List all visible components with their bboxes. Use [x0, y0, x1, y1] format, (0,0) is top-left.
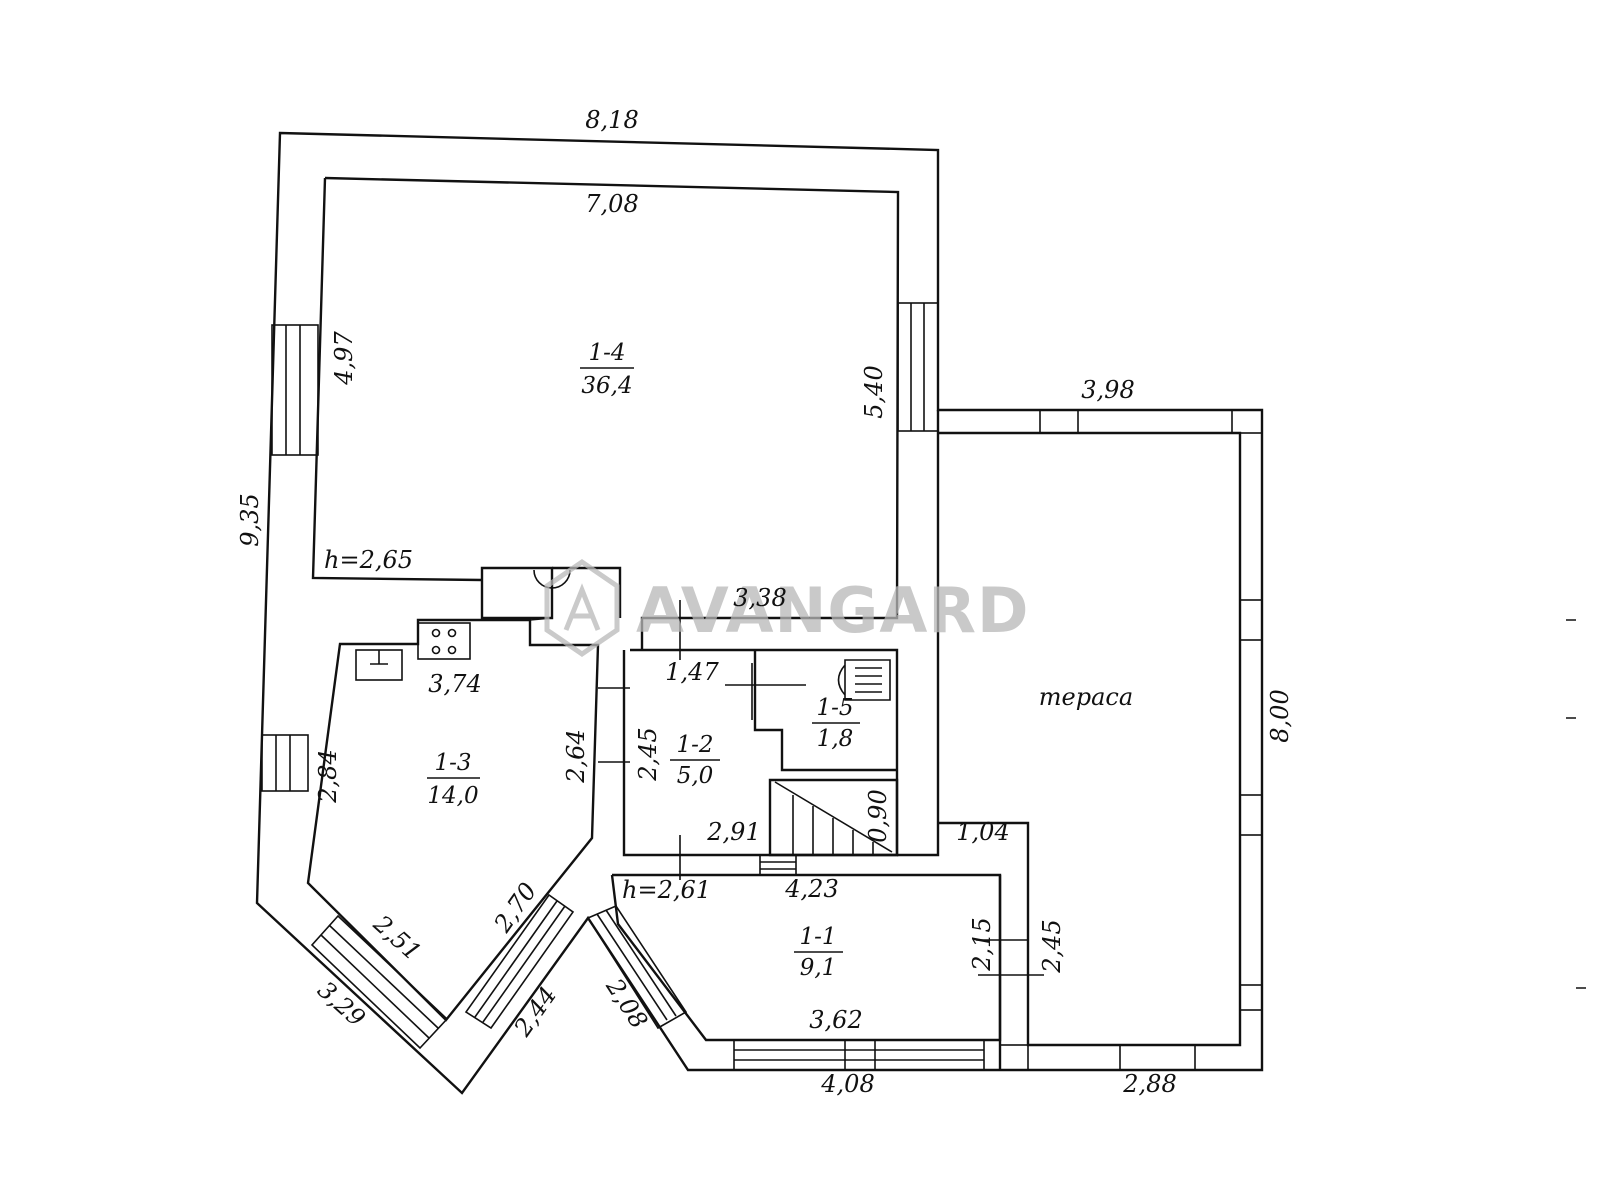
dim-147: 1,47 — [665, 658, 719, 686]
dim-terrace-245: 2,45 — [1038, 919, 1066, 973]
chimney-block — [480, 566, 554, 620]
dim-288: 2,88 — [1122, 1070, 1176, 1098]
connecting-wall — [897, 410, 940, 857]
stove-burner — [447, 645, 457, 655]
dim-104: 1,04 — [956, 818, 1009, 846]
dim-270: 2,70 — [488, 877, 542, 938]
room-1-4-outline — [324, 176, 900, 650]
terrace-posts — [999, 409, 1263, 1071]
window-bottom-1-1 — [733, 1039, 985, 1071]
dim-left-outer: 9,35 — [236, 493, 264, 546]
dim-terrace-right: 8,00 — [1266, 689, 1294, 742]
svg-text:1-1: 1-1 — [799, 924, 836, 950]
watermark-logo-icon — [544, 558, 620, 658]
dim-kitchen-top: 3,74 — [428, 670, 481, 698]
dim-244: 2,44 — [508, 981, 562, 1042]
dim-room11-right: 2,15 — [968, 917, 996, 971]
dim-338: 3,38 — [733, 584, 786, 612]
svg-text:14,0: 14,0 — [427, 783, 478, 809]
door-step — [759, 854, 797, 876]
svg-text:1,8: 1,8 — [817, 726, 854, 752]
partition-lines — [679, 600, 806, 880]
height-lower: h=2,61 — [622, 876, 711, 904]
toilet-lines — [855, 667, 882, 693]
stove-icon — [417, 622, 471, 660]
dim-outer-top: 8,18 — [585, 106, 638, 134]
window-right-1-4 — [897, 302, 939, 432]
stove-burner — [431, 645, 441, 655]
watermark-text: AVANGARD — [636, 574, 1030, 647]
dim-inner-top: 7,08 — [585, 190, 638, 218]
svg-text:9,1: 9,1 — [800, 955, 837, 981]
stair-diagonal — [774, 781, 893, 853]
room-1-3-outline — [306, 618, 600, 1022]
dim-terrace-top: 3,98 — [1081, 376, 1134, 404]
svg-text:1-5: 1-5 — [816, 695, 853, 721]
dim-stair-090: 0,90 — [864, 789, 892, 842]
dim-408: 4,08 — [820, 1070, 874, 1098]
terrace-label: тераса — [1039, 683, 1133, 711]
room-1-1-label: 1-1 9,1 — [794, 924, 843, 981]
room-1-3-label: 1-3 14,0 — [427, 750, 480, 809]
svg-text:1-2: 1-2 — [676, 732, 713, 758]
dim-hall-245: 2,45 — [634, 727, 662, 781]
dim-left-inner: 4,97 — [330, 331, 358, 386]
dim-kitchen-left: 2,84 — [314, 749, 342, 803]
dim-right-1-4: 5,40 — [860, 365, 888, 418]
room-1-4-label: 1-4 36,4 — [580, 340, 634, 399]
window-diagonal-s — [464, 893, 575, 1030]
svg-text:1-4: 1-4 — [588, 340, 625, 366]
room-1-2-label: 1-2 5,0 — [670, 732, 720, 789]
dim-329: 3,29 — [312, 976, 370, 1033]
window-left-lower — [261, 734, 309, 792]
stove-burner — [447, 628, 457, 638]
stove-burner — [431, 628, 441, 638]
door-swing-arc — [533, 569, 571, 589]
svg-text:5,0: 5,0 — [677, 763, 714, 789]
room-1-5-outline — [753, 650, 897, 772]
room-1-5-label: 1-5 1,8 — [812, 695, 860, 752]
window-diagonal-1-1 — [586, 905, 688, 1030]
stair-steps — [792, 795, 874, 855]
dim-291: 2,91 — [706, 818, 760, 846]
dim-251: 2,51 — [367, 909, 426, 966]
svg-text:36,4: 36,4 — [581, 373, 632, 399]
toilet-icon — [837, 659, 891, 701]
dim-room11-top: 4,23 — [784, 875, 838, 903]
dim-kitchen-right: 2,64 — [562, 729, 590, 783]
doorway-marks — [598, 687, 1044, 976]
window-diagonal-sw — [310, 914, 449, 1050]
sink-tap — [370, 650, 388, 665]
dim-362: 3,62 — [809, 1006, 862, 1034]
svg-text:1-3: 1-3 — [434, 750, 471, 776]
room-1-4-left-wall — [311, 177, 483, 582]
margin-mark — [1566, 619, 1586, 989]
window-left-upper — [271, 324, 319, 456]
height-upper: h=2,65 — [324, 546, 413, 574]
